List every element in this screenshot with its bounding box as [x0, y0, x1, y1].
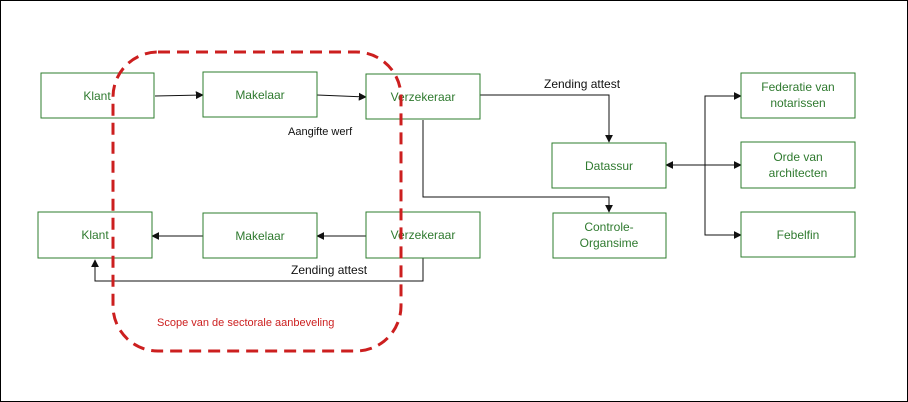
node-label-line2: Organsime	[580, 236, 639, 250]
node-label-line2: notarissen	[770, 96, 825, 110]
arrow-verzekeraar-to-klant-bottom	[91, 258, 424, 282]
node-makelaar-bottom: Makelaar	[202, 212, 318, 259]
node-federatie-notarissen: Federatie van notarissen	[740, 72, 856, 119]
node-label: Verzekeraar	[391, 90, 456, 104]
node-label: Makelaar	[235, 229, 284, 243]
arrow-makelaar-to-verzekeraar	[316, 92, 367, 101]
node-verzekeraar-bottom: Verzekeraar	[365, 211, 481, 259]
arrow-klant-to-makelaar	[154, 91, 204, 100]
node-verzekeraar-top: Verzekeraar	[365, 73, 481, 120]
node-orde-architecten: Orde van architecten	[740, 141, 856, 189]
node-makelaar-top: Makelaar	[202, 71, 318, 118]
node-label: Febelfin	[777, 228, 820, 242]
node-label-line2: architecten	[769, 166, 828, 180]
node-label-line1: Orde van	[773, 150, 822, 164]
node-febelfin: Febelfin	[740, 211, 856, 258]
node-label: Klant	[81, 228, 109, 242]
arrow-to-febelfin	[704, 165, 742, 239]
node-label: Klant	[83, 89, 111, 103]
node-label: Datassur	[585, 159, 633, 173]
node-label: Makelaar	[235, 88, 284, 102]
arrow-to-federatie	[704, 92, 742, 165]
node-label-line1: Controle-	[584, 220, 633, 234]
node-controle-organsime: Controle- Organsime	[552, 212, 667, 259]
scope-outline	[111, 50, 403, 353]
node-label-line1: Federatie van	[761, 80, 834, 94]
label-aangifte-werf: Aangifte werf	[288, 126, 353, 138]
label-scope: Scope van de sectorale aanbeveling	[157, 317, 334, 329]
connectors	[91, 91, 742, 282]
node-datassur: Datassur	[551, 142, 667, 189]
node-klant-bottom: Klant	[37, 211, 153, 259]
label-zending-attest-bottom: Zending attest	[291, 263, 368, 277]
node-klant-top: Klant	[40, 72, 155, 119]
node-label: Verzekeraar	[391, 228, 456, 242]
label-zending-attest-top: Zending attest	[544, 77, 621, 91]
arrow-verzekeraar-to-datassur	[480, 94, 613, 143]
arrow-verzekeraar-to-controle	[422, 120, 613, 213]
